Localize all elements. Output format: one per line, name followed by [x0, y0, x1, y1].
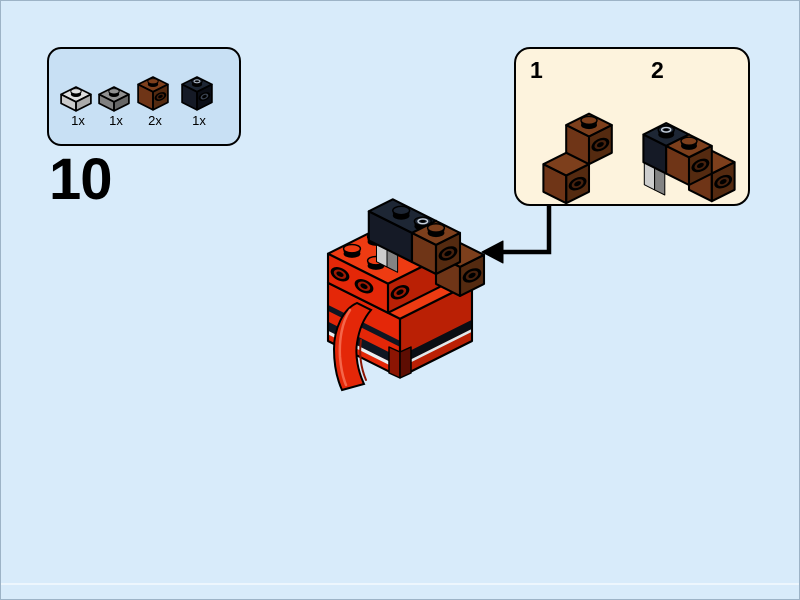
page-edge-line: [1, 583, 799, 585]
model-illustration: [326, 198, 486, 392]
part-icon-plate-dark-gray: [98, 86, 130, 112]
part-icon-plate-light-gray: [60, 86, 92, 112]
part-icon-brick-black: [181, 76, 213, 111]
callout-assembly-2: [642, 122, 736, 203]
part-icon-brick-brown: [137, 76, 169, 111]
step-number: 10: [49, 147, 113, 212]
callout-arrow-icon: [481, 205, 552, 264]
part-count-label: 2x: [148, 113, 162, 128]
part-count-label: 1x: [109, 113, 123, 128]
callout-step-label: 2: [651, 57, 664, 83]
callout-step-label: 1: [530, 57, 543, 83]
callout-assembly-1: [542, 112, 613, 205]
part-count-label: 1x: [71, 113, 85, 128]
part-count-label: 1x: [192, 113, 206, 128]
